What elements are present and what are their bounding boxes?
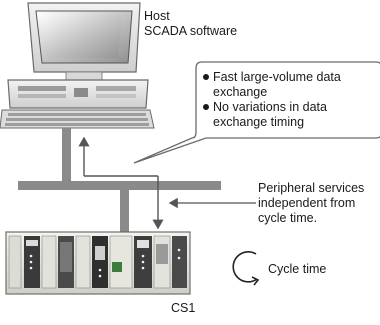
data-exchange-arrows [78, 136, 164, 230]
callout-bullet-line: exchange [213, 85, 268, 99]
plc-rack-icon [5, 231, 191, 295]
bullet-dot-icon [203, 74, 209, 80]
callout-bullet: No variations in data exchange timing [203, 100, 379, 130]
callout-bullet-line: Fast large-volume data [213, 70, 341, 84]
plc-label: CS1 [171, 301, 196, 315]
peripheral-services-label: Peripheral services independent from cyc… [258, 181, 364, 226]
callout-text: Fast large-volume data exchange No varia… [203, 70, 379, 130]
cycle-arrow-icon [232, 251, 260, 286]
callout-bubble [133, 61, 380, 164]
callout-bullet-line: No variations in data [213, 100, 327, 114]
network-bus [18, 128, 221, 232]
peripheral-line: cycle time. [258, 211, 318, 225]
bullet-dot-icon [203, 104, 209, 110]
host-label: Host SCADA software [144, 9, 237, 39]
host-computer-icon [0, 2, 155, 129]
callout-bullet-line: exchange timing [213, 115, 305, 129]
host-subtitle: SCADA software [144, 24, 238, 38]
peripheral-line: independent from [258, 196, 356, 210]
peripheral-line: Peripheral services [258, 181, 365, 195]
host-title: Host [144, 9, 170, 23]
callout-bullet: Fast large-volume data exchange [203, 70, 379, 100]
cycle-time-label: Cycle time [268, 262, 327, 276]
